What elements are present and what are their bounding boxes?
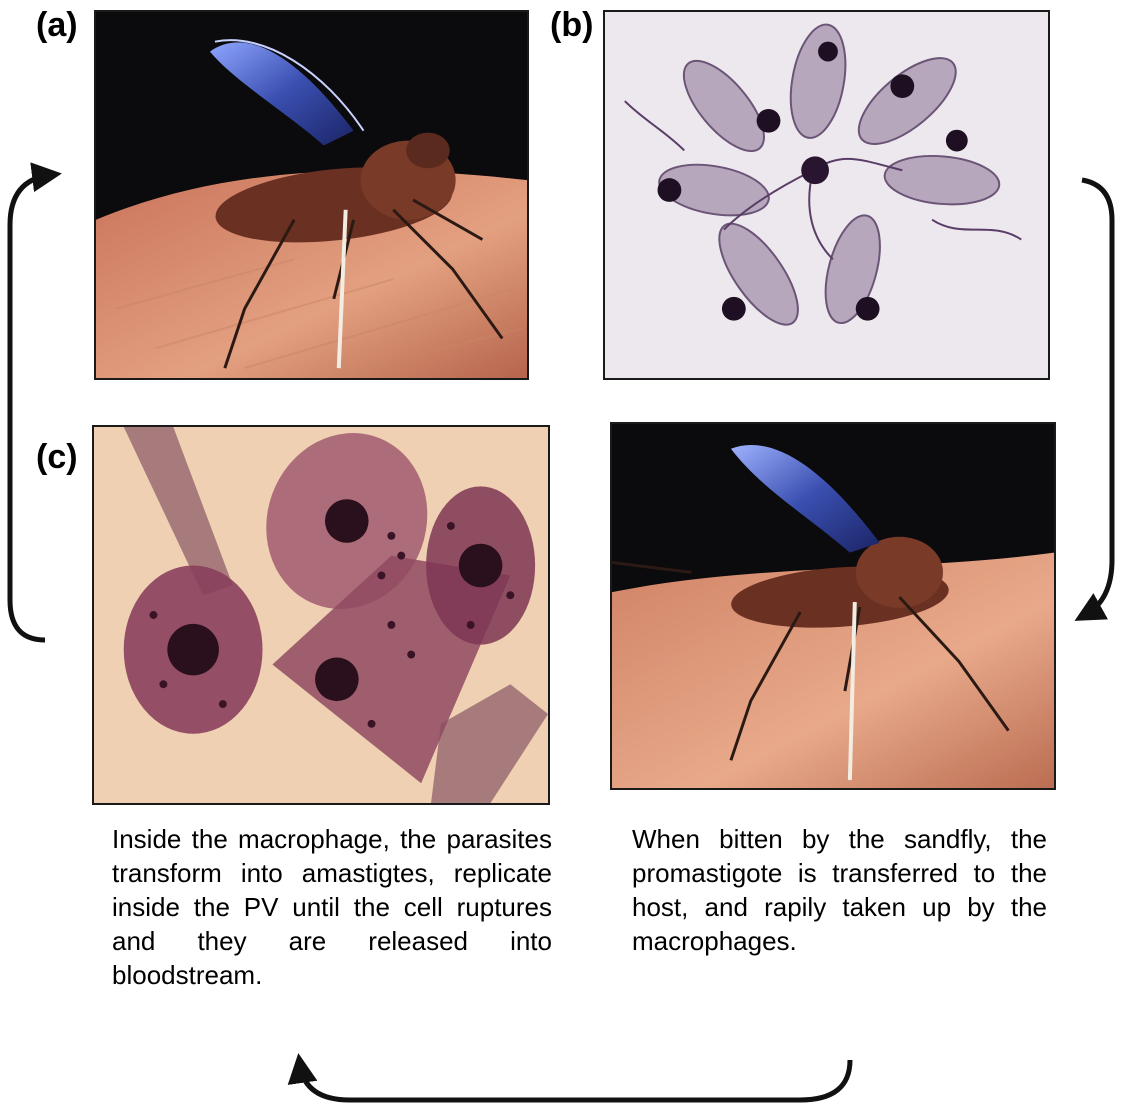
macrophage-image: [94, 427, 548, 803]
arrow-d-to-c: [300, 1060, 850, 1100]
panel-label-c: (c): [36, 440, 78, 474]
panel-label-b: (b): [550, 8, 593, 42]
panel-c-macrophage-micrograph: [92, 425, 550, 805]
panel-a-sandfly-photo: [94, 10, 529, 380]
panel-label-a: (a): [36, 8, 78, 42]
panel-b-promastigote-micrograph: [603, 10, 1050, 380]
sandfly-photo-image: [96, 12, 527, 378]
panel-d-sandfly-biting-photo: [610, 422, 1056, 790]
caption-macrophage-stage: Inside the macrophage, the parasites tra…: [112, 822, 552, 992]
arrow-c-to-a: [10, 175, 50, 640]
promastigote-rosette-image: [605, 12, 1048, 378]
arrow-b-to-d: [1082, 180, 1112, 615]
sandfly-biting-image: [612, 424, 1054, 788]
caption-sandfly-bite-stage: When bitten by the sandfly, the promasti…: [632, 822, 1047, 958]
